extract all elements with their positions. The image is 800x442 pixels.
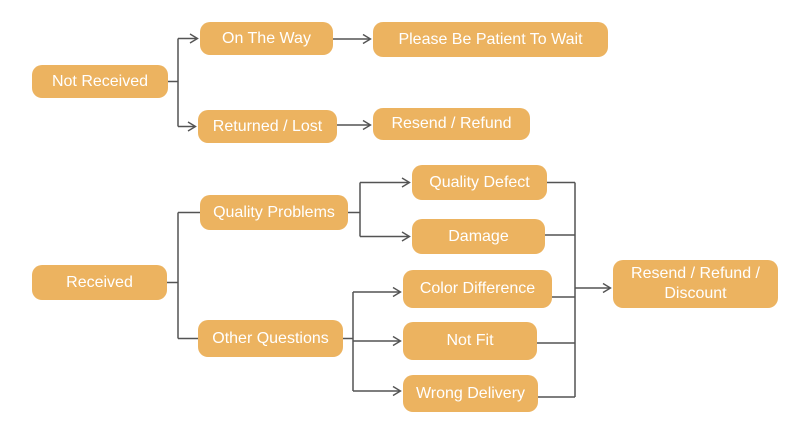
edge-received-trunk <box>167 211 200 340</box>
flow-node-quality-problems: Quality Problems <box>200 195 348 230</box>
edge-quality-problems-trunk <box>348 182 361 237</box>
flow-node-returned-lost: Returned / Lost <box>198 110 337 143</box>
edge-other-questions-trunk <box>343 292 354 391</box>
flow-node-color-difference: Color Difference <box>403 270 552 308</box>
flow-node-quality-defect: Quality Defect <box>412 165 547 200</box>
flow-node-received: Received <box>32 265 167 300</box>
flow-node-resend-refund: Resend / Refund <box>373 108 530 140</box>
flow-node-not-fit: Not Fit <box>403 322 537 360</box>
flow-node-wrong-delivery: Wrong Delivery <box>403 375 538 412</box>
flow-node-please-be-patient: Please Be Patient To Wait <box>373 22 608 57</box>
flow-node-resend-refund-discount: Resend / Refund / Discount <box>613 260 778 308</box>
flow-node-damage: Damage <box>412 219 545 254</box>
flow-node-other-questions: Other Questions <box>198 320 343 357</box>
edge-not-received-trunk <box>168 38 179 127</box>
edge-converge-stubs <box>537 181 576 398</box>
flow-node-on-the-way: On The Way <box>200 22 333 55</box>
flow-node-not-received: Not Received <box>32 65 168 98</box>
